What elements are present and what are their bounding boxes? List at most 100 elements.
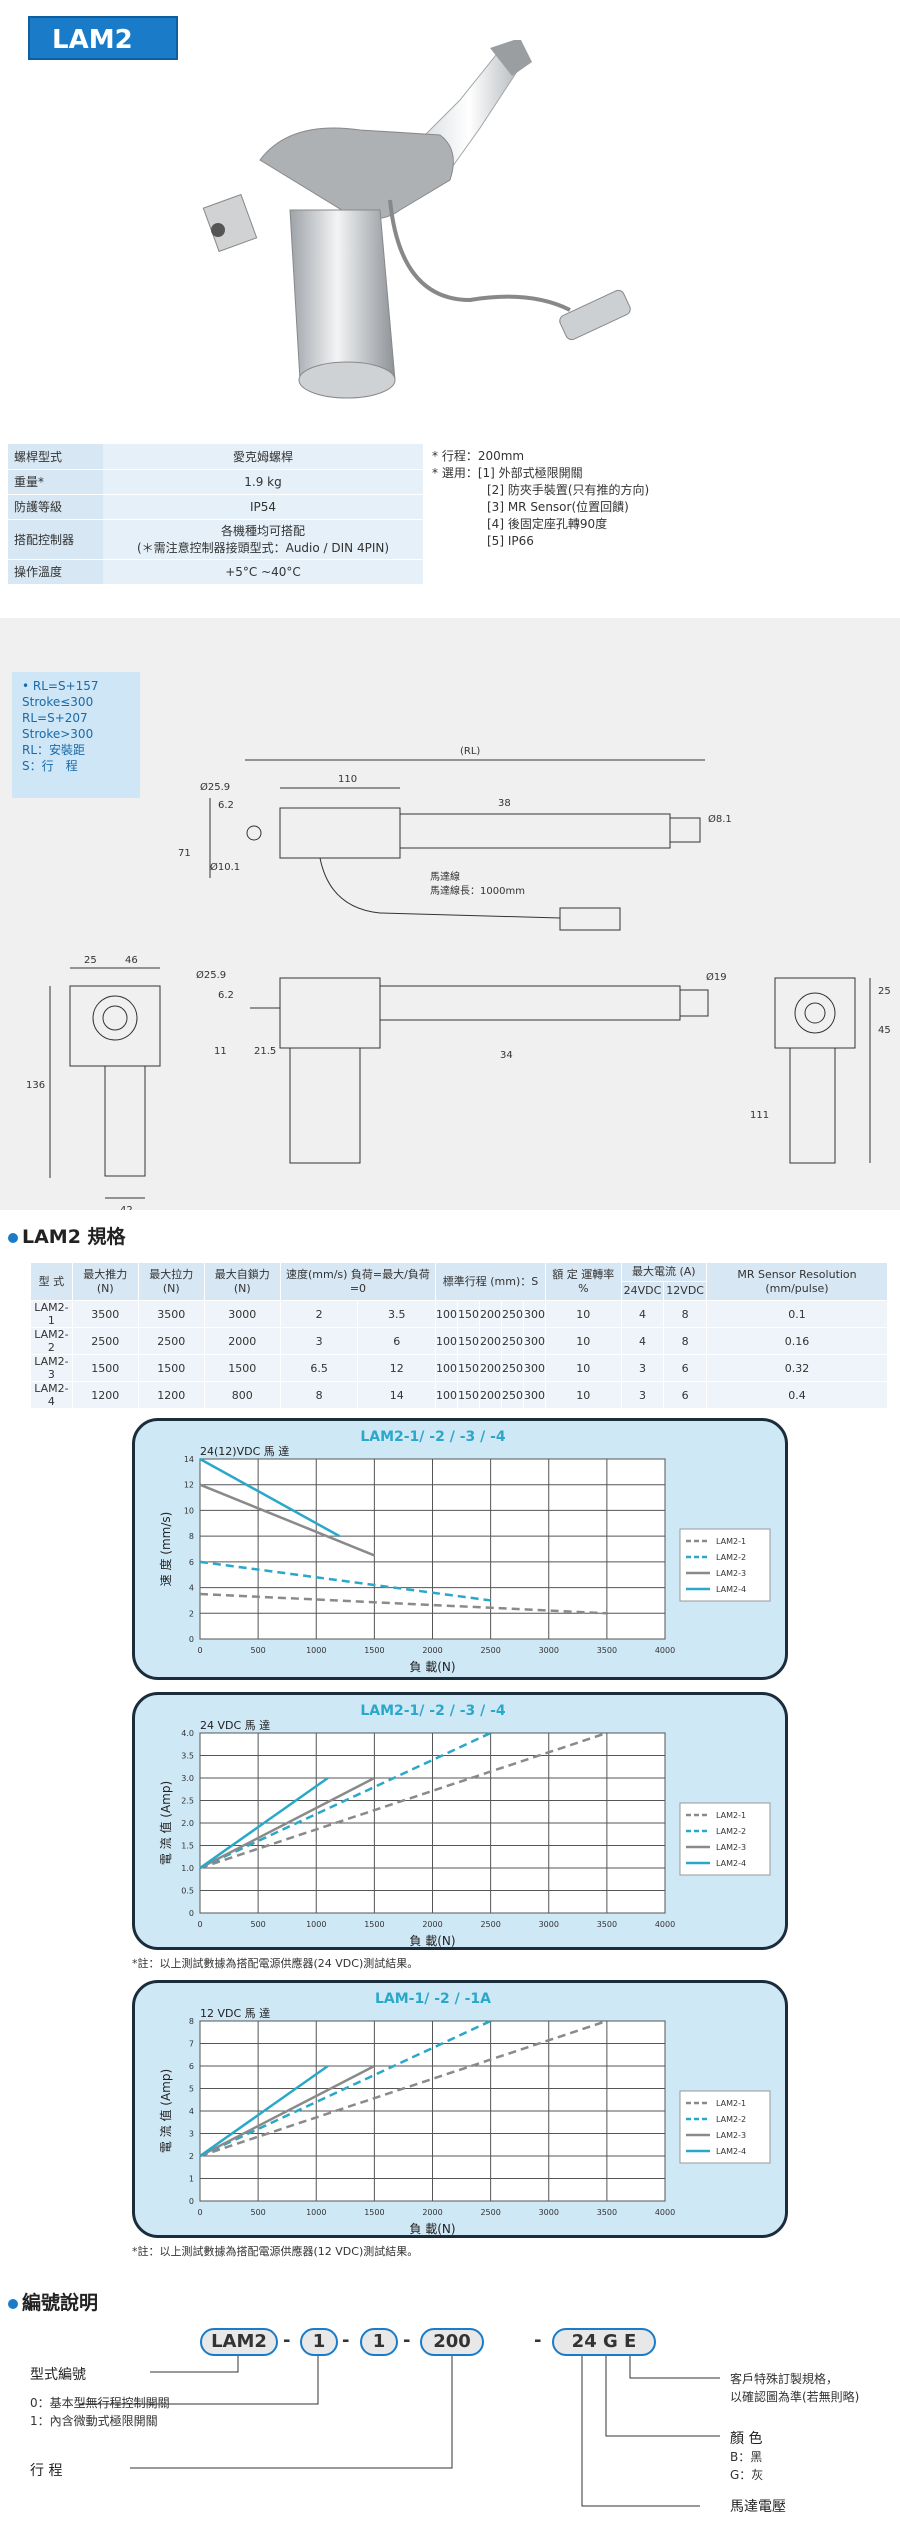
series-line bbox=[199, 1731, 492, 1870]
code-box-stroke: 200 bbox=[420, 2328, 484, 2356]
spec-table-cell: LAM2-4 bbox=[30, 1381, 73, 1409]
legend-label: LAM2-3 bbox=[716, 1843, 746, 1852]
x-tick-label: 2500 bbox=[480, 1646, 500, 1655]
chart-title: LAM2-1/ -2 / -3 / -4 bbox=[360, 1703, 506, 1719]
spec-table-cell: 10 bbox=[545, 1354, 622, 1382]
spec-table-cell: 6.5 bbox=[279, 1354, 359, 1382]
chart-title: LAM-1/ -2 / -1A bbox=[375, 1991, 491, 2007]
y-axis-label: 電 流 值 (Amp) bbox=[158, 1781, 173, 1865]
spec-table-cell: LAM2-3 bbox=[30, 1354, 73, 1382]
y-tick-label: 1 bbox=[189, 2175, 194, 2184]
x-axis-label: 負 載(N) bbox=[409, 1660, 455, 1674]
actuator-illustration bbox=[202, 40, 631, 399]
series-line bbox=[199, 2064, 329, 2158]
spec-table-cell: 100 bbox=[435, 1327, 458, 1355]
x-tick-label: 4000 bbox=[655, 1920, 675, 1929]
chart-subtitle: 24 VDC 馬 達 bbox=[200, 1719, 270, 1732]
spec-table-cell: 300 bbox=[523, 1327, 546, 1355]
spec-table-cell: 1500 bbox=[137, 1354, 205, 1382]
spec-table-cell: 14 bbox=[357, 1381, 436, 1409]
spec-key: 操作溫度 bbox=[8, 559, 103, 585]
spec-table-cell: 2500 bbox=[137, 1327, 205, 1355]
label-color-b: B：黑 bbox=[730, 2450, 763, 2464]
x-tick-label: 3500 bbox=[597, 1920, 617, 1929]
dim-25: 25 bbox=[84, 955, 97, 966]
x-tick-label: 500 bbox=[250, 1920, 265, 1929]
y-tick-label: 0 bbox=[189, 1635, 194, 1644]
th-stroke: 標準行程 (mm)：S bbox=[435, 1262, 546, 1301]
dim-38: 38 bbox=[498, 798, 511, 809]
legend-label: LAM2-2 bbox=[716, 2115, 746, 2124]
spec-table-cell: 250 bbox=[501, 1354, 524, 1382]
dim-25-right: 25 bbox=[878, 986, 891, 997]
series-line bbox=[199, 1776, 375, 1870]
y-tick-label: 0.5 bbox=[181, 1887, 194, 1896]
dim-215: 21.5 bbox=[254, 1046, 276, 1057]
spec-table-cell: LAM2-2 bbox=[30, 1327, 73, 1355]
dim-phi19: Ø19 bbox=[706, 971, 727, 983]
y-tick-label: 6 bbox=[189, 2062, 194, 2071]
legend-label: LAM2-3 bbox=[716, 1569, 746, 1578]
model-spec-table: 型 式 最大推力 (N) 最大拉力 (N) 最大自鎖力 (N) 速度(mm/s)… bbox=[30, 1262, 889, 1409]
dim-62-front: 6.2 bbox=[218, 990, 234, 1001]
legend-line: RL=S+207 bbox=[22, 711, 88, 725]
y-tick-label: 4.0 bbox=[181, 1729, 194, 1738]
y-tick-label: 0 bbox=[189, 2197, 194, 2206]
th-current: 最大電流 (A) bbox=[620, 1262, 707, 1282]
spec-section-title: LAM2 規格 bbox=[8, 1222, 126, 1249]
series-line bbox=[199, 2064, 375, 2158]
legend-label: LAM2-3 bbox=[716, 2131, 746, 2140]
x-axis-label: 負 載(N) bbox=[409, 1934, 455, 1947]
x-tick-label: 4000 bbox=[655, 1646, 675, 1655]
x-tick-label: 3500 bbox=[597, 2208, 617, 2217]
spec-table-cell: 300 bbox=[523, 1381, 546, 1409]
spec-key: 重量* bbox=[8, 469, 103, 495]
x-tick-label: 1500 bbox=[364, 1646, 384, 1655]
dim-phi259: Ø25.9 bbox=[200, 781, 230, 793]
code-box-switch2: 1 bbox=[360, 2328, 398, 2356]
dim-phi259-front: Ø25.9 bbox=[196, 969, 226, 981]
spec-table-cell: 150 bbox=[457, 1381, 480, 1409]
legend-label: LAM2-4 bbox=[716, 1859, 746, 1868]
th-lock: 最大自鎖力 (N) bbox=[203, 1262, 281, 1301]
x-tick-label: 1500 bbox=[364, 1920, 384, 1929]
spec-table-cell: 100 bbox=[435, 1381, 458, 1409]
y-axis-label: 速 度 (mm/s) bbox=[158, 1512, 173, 1587]
footnote-24v: *註：以上測試數據為搭配電源供應器(24 VDC)測試結果。 bbox=[132, 1957, 419, 1970]
series-line bbox=[199, 1592, 607, 1615]
spec-table-cell: 200 bbox=[479, 1354, 502, 1382]
legend-line: Stroke>300 bbox=[22, 727, 94, 741]
spec-table-cell: 10 bbox=[545, 1327, 622, 1355]
series-line bbox=[199, 1457, 341, 1538]
x-tick-label: 3000 bbox=[539, 2208, 559, 2217]
x-tick-label: 0 bbox=[197, 2208, 202, 2217]
dim-45: 45 bbox=[878, 1025, 891, 1036]
y-tick-label: 3 bbox=[189, 2130, 194, 2139]
code-dash: - bbox=[283, 2330, 291, 2351]
spec-table-cell: 3.5 bbox=[357, 1300, 436, 1328]
spec-table-cell: 10 bbox=[545, 1381, 622, 1409]
y-axis-label: 電 流 值 (Amp) bbox=[158, 2069, 173, 2153]
spec-table-cell: 3 bbox=[279, 1327, 359, 1355]
code-dash: - bbox=[403, 2330, 411, 2351]
label-color-g: G：灰 bbox=[730, 2468, 764, 2482]
th-cur24: 24VDC bbox=[620, 1281, 665, 1301]
label-color: 顏 色 bbox=[730, 2431, 763, 2447]
code-dash: - bbox=[534, 2330, 542, 2351]
bullet-icon bbox=[8, 1232, 18, 1243]
spec-key: 搭配控制器 bbox=[8, 519, 103, 560]
spec-table-cell: 3000 bbox=[203, 1300, 281, 1328]
spec-table-cell: 100 bbox=[435, 1300, 458, 1328]
spec-table-cell: 300 bbox=[523, 1300, 546, 1328]
legend-label: LAM2-1 bbox=[716, 1537, 746, 1546]
y-tick-label: 3.0 bbox=[181, 1774, 194, 1783]
spec-table-cell: 2000 bbox=[203, 1327, 281, 1355]
label-motor-voltage: 馬達電壓 bbox=[730, 2499, 786, 2515]
motor-line-label: 馬達線 bbox=[430, 870, 460, 883]
